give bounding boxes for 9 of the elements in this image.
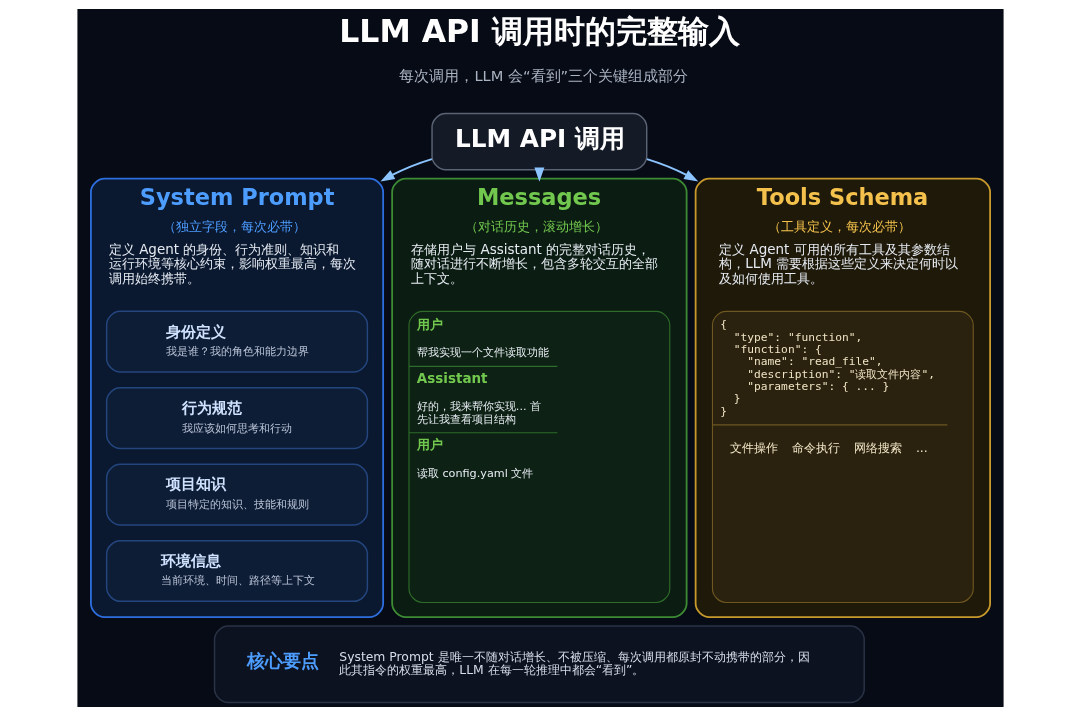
node-box: 行为规范 我应该如何思考和行动 <box>105 386 368 449</box>
node-box: 身份定义 我是谁？我的角色和能力边界 <box>105 310 368 373</box>
node-box: 环境信息 当前环境、时间、路径等上下文 <box>105 539 368 602</box>
diagram-title: LLM API 调用时的完整输入 <box>338 12 740 49</box>
label: 每次调用，LLM 会“看到”三个关键组成部分 <box>398 66 688 84</box>
node-box: 项目知识 项目特定的知识、技能和规则 <box>105 463 368 526</box>
arrow <box>646 157 698 182</box>
arrow <box>379 157 432 182</box>
node-box: 核心要点 System Prompt 是唯一不随对话增长、不被压缩、每次调用都原封不动携带的部分，因此其指令的权重最高，LLM 在每一轮推理中都会“看到”。 <box>213 624 865 703</box>
